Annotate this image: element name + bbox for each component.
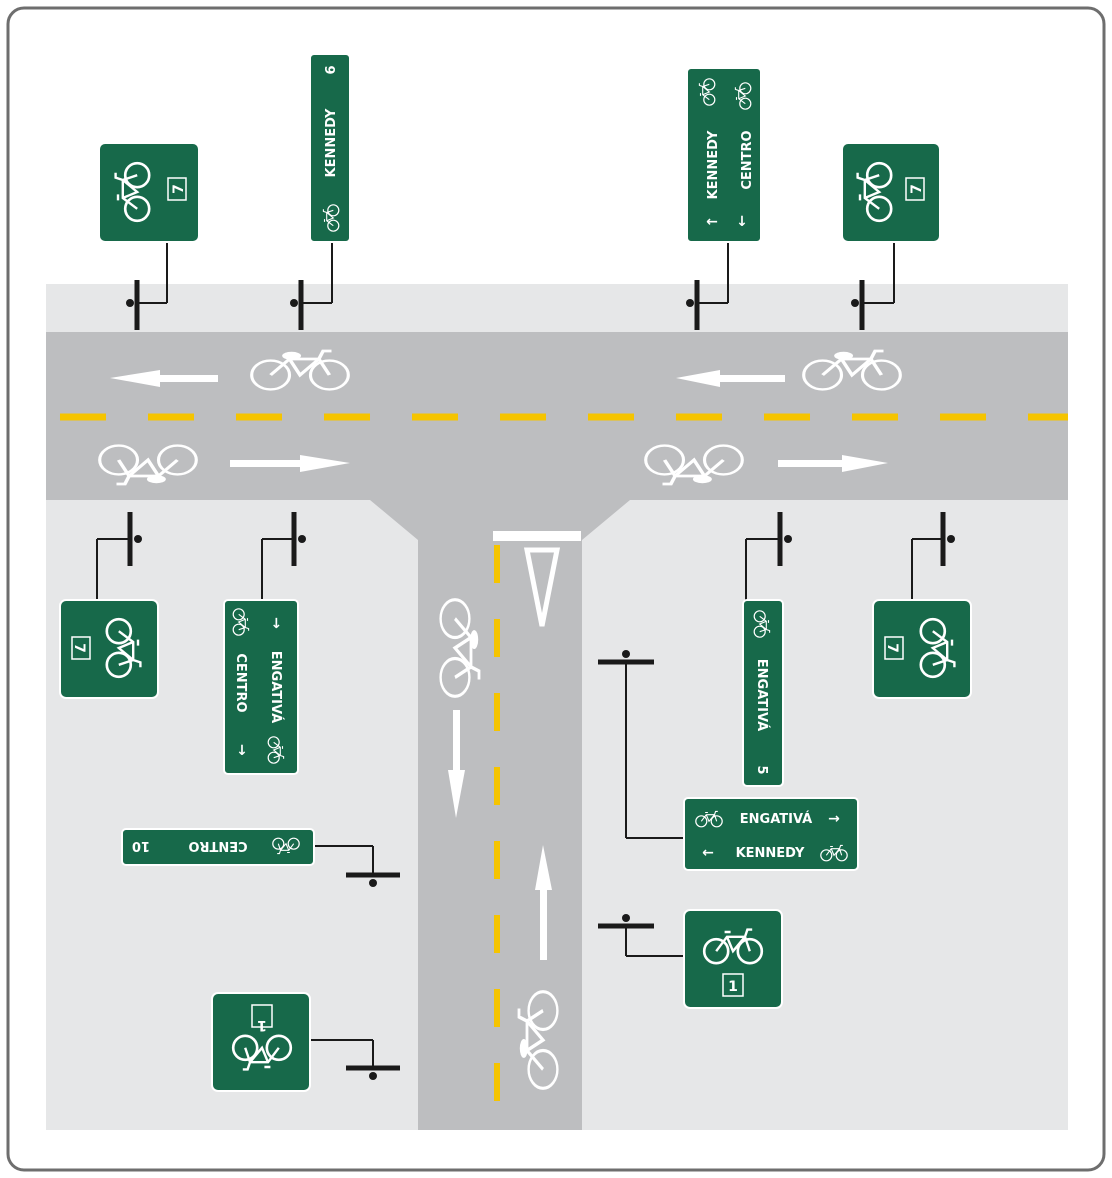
route-sign-7-south-east: 7 [872, 512, 972, 699]
route-number: 7 [71, 643, 87, 653]
corner-fillet-right [582, 500, 630, 540]
sidewalk-north [46, 284, 1068, 334]
arrow-down-icon [448, 710, 465, 818]
arrow-left-icon: ← [702, 845, 714, 861]
destination-sign-centro: CENTRO 10 [121, 828, 400, 887]
sign-destination: ENGATIVÁ [268, 651, 284, 723]
road-horizontal [46, 332, 1068, 500]
sign-destination: ENGATIVÁ [754, 659, 770, 731]
arrow-down-icon: ↓ [236, 743, 248, 759]
route-sign-7-north-east: 7 [841, 142, 941, 330]
route-sign-7-south-west: 7 [59, 512, 159, 699]
sign-destination: CENTRO [740, 130, 755, 189]
destination-sign-engativa: ENGATIVÁ 5 [742, 512, 792, 787]
arrow-left-icon [676, 370, 785, 387]
sign-number: 6 [324, 65, 339, 74]
sign-destination: KENNEDY [736, 846, 805, 861]
destination-sign-engativa-kennedy: ENGATIVÁ → ← KENNEDY [598, 650, 859, 871]
route-number: 1 [728, 979, 738, 995]
arrow-down-icon: ↓ [736, 214, 748, 230]
route-number: 7 [171, 184, 187, 194]
sign-number: 10 [132, 838, 150, 853]
road-vertical [370, 498, 630, 1130]
route-number: 7 [884, 643, 900, 653]
route-number: 7 [909, 184, 925, 194]
destination-sign-kennedy-centro: KENNEDY CENTRO ← ↓ [686, 67, 762, 330]
sign-destination: CENTRO [188, 838, 247, 853]
arrow-left-icon: ← [706, 214, 718, 230]
route-sign-7-north-west: 7 [98, 142, 200, 330]
sign-destination: KENNEDY [324, 108, 339, 177]
stop-bar [493, 531, 581, 541]
arrow-right-icon: → [828, 811, 840, 827]
arrow-right-icon [778, 455, 888, 472]
route-sign-1-south-west: 1 [211, 992, 400, 1092]
arrow-up-icon [535, 845, 552, 960]
route-sign-1-south-east: 1 [598, 909, 783, 1009]
arrow-left-icon [110, 370, 218, 387]
destination-sign-kennedy: 6 KENNEDY [290, 53, 351, 330]
sign-destination: CENTRO [233, 653, 248, 712]
sign-destination: KENNEDY [706, 130, 721, 199]
arrow-right-icon [230, 455, 350, 472]
destination-sign-engativa-centro: → ENGATIVÁ CENTRO ↓ [223, 512, 306, 775]
route-number: 1 [257, 1017, 267, 1033]
arrow-right-icon: → [268, 617, 284, 629]
yield-triangle-icon [523, 547, 561, 627]
sign-destination: ENGATIVÁ [740, 811, 812, 827]
corner-fillet-left [370, 500, 418, 540]
sign-number: 5 [754, 765, 769, 774]
